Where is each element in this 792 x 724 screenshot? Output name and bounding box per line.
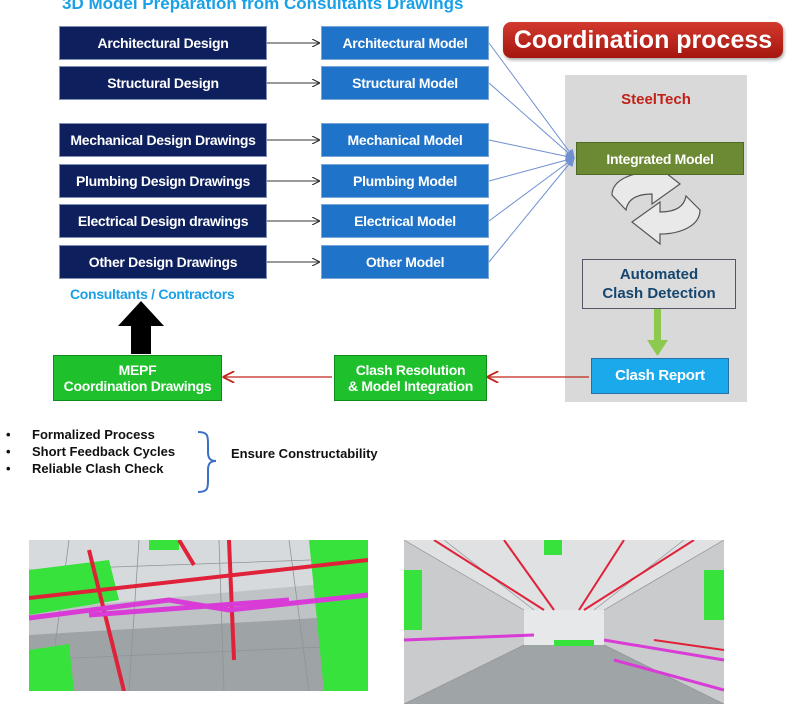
arrow-model-integrated-5 [488, 157, 575, 222]
design-structural: Structural Design [59, 66, 267, 100]
arrow-model-integrated-6 [488, 157, 575, 263]
ensure-constructability: Ensure Constructability [231, 446, 378, 461]
page-title: 3D Model Preparation from Consultants Dr… [62, 0, 464, 13]
automated-line2: Clash Detection [602, 285, 716, 302]
automated-line1: Automated [619, 266, 699, 283]
arrow-automated-report-head [647, 340, 668, 356]
model-other: Other Model [321, 245, 489, 279]
model-structural: Structural Model [321, 66, 489, 100]
benefit-item: •Short Feedback Cycles [6, 444, 176, 459]
benefit-item: •Formalized Process [6, 427, 155, 442]
benefit-item: •Reliable Clash Check [6, 461, 164, 476]
integrated-model: Integrated Model [576, 142, 744, 175]
design-mechanical: Mechanical Design Drawings [59, 123, 267, 157]
clash-report: Clash Report [591, 358, 729, 394]
model-plumbing: Plumbing Model [321, 164, 489, 198]
model-mechanical: Mechanical Model [321, 123, 489, 157]
arrow-automated-report-shaft [654, 308, 661, 342]
mepf-line2: Coordination Drawings [63, 378, 212, 394]
model-electrical: Electrical Model [321, 204, 489, 238]
arrow-model-integrated-2 [488, 82, 575, 159]
design-plumbing: Plumbing Design Drawings [59, 164, 267, 198]
automated-clash-detection: Automated Clash Detection [582, 259, 736, 309]
arrow-model-integrated-4 [488, 155, 575, 182]
coordination-process-badge: Coordination process [503, 22, 783, 58]
mepf-coordination-drawings: MEPF Coordination Drawings [53, 355, 222, 401]
clash-resolution-line1: Clash Resolution [355, 362, 466, 378]
mepf-line1: MEPF [118, 362, 157, 378]
bim-render-right [404, 540, 724, 704]
arrow-model-integrated-1 [488, 42, 575, 159]
design-other: Other Design Drawings [59, 245, 267, 279]
model-architectural: Architectural Model [321, 26, 489, 60]
arrow-mepf-consultants [118, 301, 164, 354]
design-architectural: Architectural Design [59, 26, 267, 60]
benefits-brace [197, 431, 217, 493]
benefits-list: •Formalized Process •Short Feedback Cycl… [6, 426, 175, 477]
arrow-model-integrated-3 [488, 139, 575, 161]
bim-render-left [29, 540, 368, 691]
clash-resolution: Clash Resolution & Model Integration [334, 355, 487, 401]
consultants-label: Consultants / Contractors [70, 286, 235, 302]
design-electrical: Electrical Design drawings [59, 204, 267, 238]
steeltech-label: SteelTech [621, 91, 691, 108]
clash-resolution-line2: & Model Integration [348, 378, 473, 394]
